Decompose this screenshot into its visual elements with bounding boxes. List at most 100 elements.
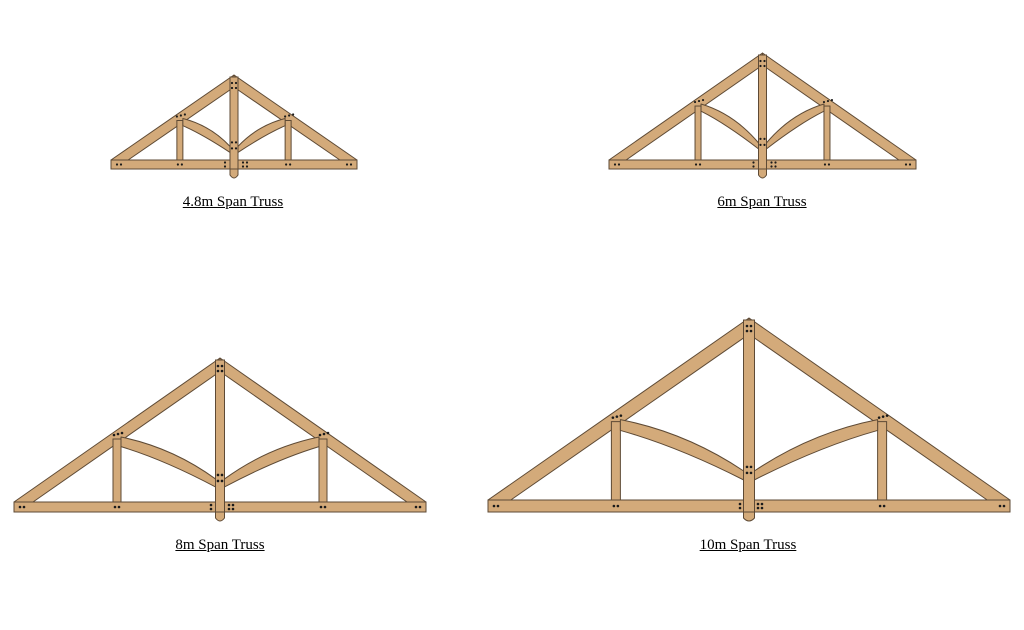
peg-hole [234,147,238,150]
peg-hole [697,99,701,103]
peg-hole [759,137,762,140]
truss-caption-6m: 6m Span Truss [717,194,807,210]
peg-hole [763,137,766,140]
king-post [758,54,767,170]
peg-hole [615,415,619,418]
peg-hole [770,165,773,168]
peg-hole [113,505,117,509]
peg-hole [752,165,755,168]
peg-hole [318,433,322,437]
peg-hole [220,479,224,483]
king-post-foot [215,511,225,522]
peg-hole [617,163,621,166]
peg-hole [738,502,742,506]
peg-hole [760,502,764,506]
king-post [743,319,755,513]
truss-caption-4-8m: 4.8m Span Truss [182,194,284,210]
king-post-foot [758,168,767,179]
peg-hole [117,505,121,509]
peg-hole [216,369,220,373]
truss-4-8m [110,74,358,179]
peg-hole [759,59,762,63]
left-curved-brace [619,419,744,481]
peg-hole [245,161,249,164]
left-rafter [608,52,763,161]
peg-hole [216,479,220,483]
right-rafter [233,74,358,161]
peg-hole [230,81,234,85]
left-curved-brace [120,436,216,488]
peg-hole [220,364,224,368]
peg-hole [176,163,179,166]
peg-hole [231,507,235,511]
peg-hole [230,141,234,144]
peg-hole [877,416,881,419]
peg-hole [179,114,182,117]
peg-hole [492,504,496,508]
right-queen-post [318,438,328,503]
peg-hole [701,98,705,102]
peg-hole [749,465,753,469]
peg-hole [822,100,826,104]
peg-hole [289,163,292,166]
king-post [229,76,239,170]
peg-hole [738,506,742,510]
right-curved-brace [754,419,879,481]
peg-hole [496,504,500,508]
peg-hole [749,329,753,333]
peg-hole [345,163,349,166]
king-post-foot [743,511,755,522]
peg-hole [763,64,766,68]
peg-hole [613,163,617,166]
peg-hole [612,504,616,508]
peg-hole [745,324,749,328]
peg-hole [223,161,227,164]
peg-hole [830,98,834,102]
peg-hole [223,165,227,168]
peg-hole [183,113,186,116]
peg-hole [175,115,178,118]
peg-hole [241,165,245,168]
right-curved-brace [766,103,825,150]
peg-hole [1002,504,1006,508]
peg-hole [823,163,827,166]
peg-hole [770,161,773,164]
peg-hole [241,161,245,164]
peg-hole [292,113,295,116]
truss-6m [608,52,917,179]
king-post-foot [229,168,239,179]
peg-hole [745,329,749,333]
king-post [215,359,225,513]
peg-hole [234,86,238,90]
peg-hole [749,324,753,328]
peg-hole [216,473,220,477]
left-curved-brace [700,103,759,150]
peg-hole [234,81,238,85]
peg-hole [284,115,287,118]
peg-hole [322,432,326,436]
peg-hole [216,364,220,368]
truss-8m [13,357,427,522]
right-rafter [762,52,917,161]
peg-hole [414,505,418,509]
right-curved-brace [224,436,320,488]
peg-hole [18,505,22,509]
right-queen-post [823,105,831,161]
peg-hole [885,414,889,417]
peg-hole [227,507,231,511]
left-queen-post [694,105,702,161]
peg-hole [756,506,760,510]
peg-hole [288,114,291,117]
peg-hole [245,165,249,168]
peg-hole [760,506,764,510]
peg-hole [220,473,224,477]
peg-hole [616,504,620,508]
peg-hole [827,163,831,166]
peg-hole [774,161,777,164]
peg-hole [116,432,120,436]
peg-hole [227,503,231,507]
peg-hole [112,433,116,437]
left-queen-post [610,421,621,501]
truss-caption-8m: 8m Span Truss [175,537,265,553]
